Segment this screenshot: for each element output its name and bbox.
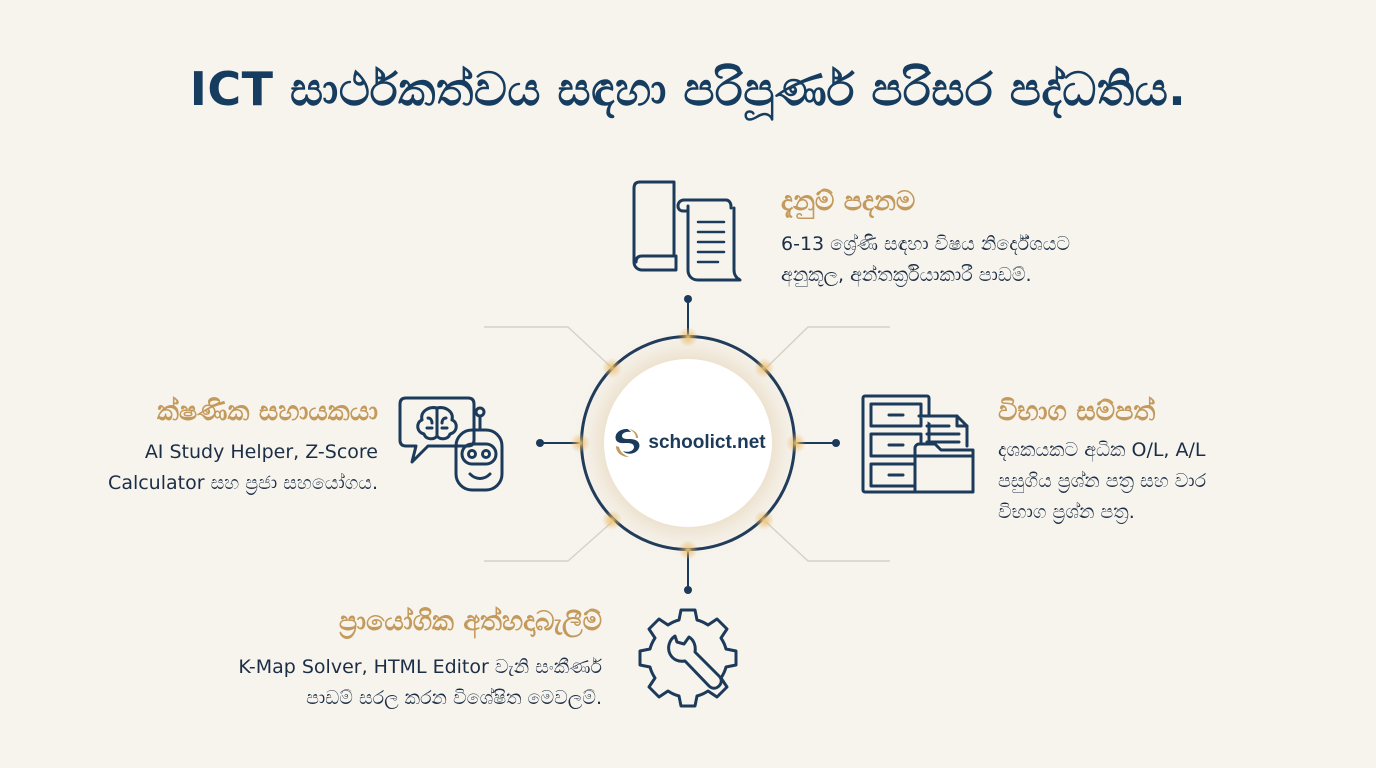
connector-top-left [484, 326, 613, 369]
schoolict-logo[interactable]: schoolict.net [604, 359, 772, 527]
logo-text: schoolict.net [648, 432, 766, 453]
node-top-line: 6-13 ශ්‍රේණි සඳහා විෂය නිර්දේශයට [781, 233, 1071, 255]
connector-bottom-dot [684, 586, 692, 594]
connector-top-dot [684, 295, 692, 303]
node-bottom-line: පාඩම් සරල කරන විශේෂිත මෙවලම්. [306, 687, 602, 709]
gear-wrench-icon [638, 608, 738, 708]
connector-bottom-left [484, 521, 613, 562]
ai-robot-icon [398, 396, 504, 492]
node-left-description: AI Study Helper, Z-Score Calculator සහ ප… [40, 437, 378, 499]
connector-right-dot [832, 439, 840, 447]
node-right-line: විභාග ප්‍රශ්න පත්‍ර. [998, 501, 1135, 523]
node-right-description: දශකයකට අධික O/L, A/L පසුගිය ප්‍රශ්න පත්‍… [998, 435, 1206, 528]
node-top-title: දැනුම් පදනම [781, 186, 916, 217]
connector-top-right [765, 326, 890, 369]
node-bottom-description: K-Map Solver, HTML Editor වැනි සංකීර්ණ ප… [160, 652, 602, 714]
node-top-line: අනුකූල, අන්තර්ක්‍රියාකාරී පාඩම්. [781, 264, 1032, 286]
documents-icon [632, 180, 742, 282]
node-bottom-line: K-Map Solver, HTML Editor වැනි සංකීර්ණ [238, 656, 602, 678]
node-right-title: විභාග සම්පත් [998, 396, 1156, 427]
page-title: ICT සාර්ථකත්වය සඳහා පරිපූර්ණ පරිසර පද්ධත… [189, 62, 1187, 116]
node-left-line: Calculator සහ ප්‍රජා සහයෝගය. [108, 472, 378, 494]
node-bottom-title: ප්‍රායෝගික අත්හදාබැලීම් [338, 606, 602, 637]
node-right-line: දශකයකට අධික O/L, A/L [998, 439, 1206, 461]
node-left-line: AI Study Helper, Z-Score [144, 441, 378, 463]
node-top-description: 6-13 ශ්‍රේණි සඳහා විෂය නිර්දේශයට අනුකූල,… [781, 229, 1070, 291]
connector-bottom-right [765, 521, 890, 562]
node-right-line: පසුගිය ප්‍රශ්න පත්‍ර සහ වාර [998, 470, 1207, 492]
connector-left-dot [536, 439, 544, 447]
node-left-title: ක්ෂණික සහායකයා [156, 396, 378, 427]
logo-mark-icon [615, 429, 640, 457]
filing-cabinet-icon [861, 394, 975, 494]
